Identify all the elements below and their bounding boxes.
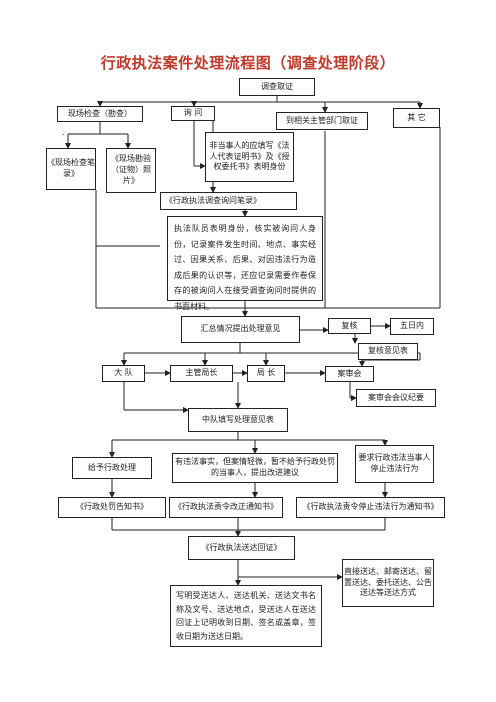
- bureau-chief-box: 局 长: [247, 365, 285, 382]
- inquiry-box: 询 问: [171, 106, 215, 121]
- brigade-box: 大 队: [102, 365, 145, 382]
- survey-photos-box: 《现场勘验（证物）照片》: [106, 148, 156, 193]
- review-box: 复核: [328, 318, 371, 334]
- summary-box: 汇总情况提出处理意见: [181, 316, 300, 343]
- page-title: 行政执法案件处理流程图（调查处理阶段）: [100, 54, 396, 72]
- delivery-methods-box: 直接送达、邮寄送达、留置送达、委托送达、公告送达等送达方式: [342, 559, 434, 607]
- investigate-box: 调查取证: [239, 78, 315, 96]
- squad-opinion-box: 中队填写处理意见表: [188, 408, 288, 432]
- delivery-desc-box: 写明受送达人、送达机关、送达文书名称及文号、送达地点，受送达人在送达回证上记明收…: [170, 585, 322, 647]
- dept-evidence-box: 到相关主管部门取证: [276, 112, 368, 130]
- stray-dot: .: [62, 128, 65, 137]
- onsite-inspection-box: 现场检查（勘查）: [57, 106, 143, 122]
- party-note-box: 非当事人的应填写《法人代表证明书》及《授权委托书》表明身份: [205, 132, 294, 182]
- other-box: 其 它: [393, 108, 440, 128]
- penalty-notice-box: 《行政处罚告知书》: [58, 497, 166, 518]
- give-penalty-box: 给予行政处理: [72, 457, 152, 479]
- onsite-record-box: 《现场检查笔录》: [46, 148, 96, 190]
- delivery-receipt-box: 《行政执法送达回证》: [188, 536, 295, 560]
- minor-case-box: 有违法事实，但案情轻微，暂不给予行政处罚的当事人，提出改进建议: [172, 453, 338, 483]
- five-days-box: 五日内: [390, 318, 434, 335]
- review-opinion-box: 复核意见表: [358, 343, 418, 360]
- order-stop-box: 要求行政违法当事人停止违法行为: [355, 445, 434, 483]
- deputy-chief-box: 主管局长: [170, 365, 233, 382]
- meeting-minutes-box: 案审会会议纪要: [356, 389, 436, 407]
- rectify-notice-box: 《行政执法责令改正通知书》: [169, 497, 283, 518]
- inquiry-desc-box: 执法队员表明身份，核实被询问人身份，记录案件发生时间、地点、事实经过、因果关系、…: [167, 216, 323, 311]
- trial-meeting-box: 案审会: [325, 366, 374, 382]
- inquiry-record-box: 《行政执法调查询问笔录》: [160, 192, 297, 210]
- stop-notice-box: 《行政执法责令停止违法行为通知书》: [296, 497, 445, 518]
